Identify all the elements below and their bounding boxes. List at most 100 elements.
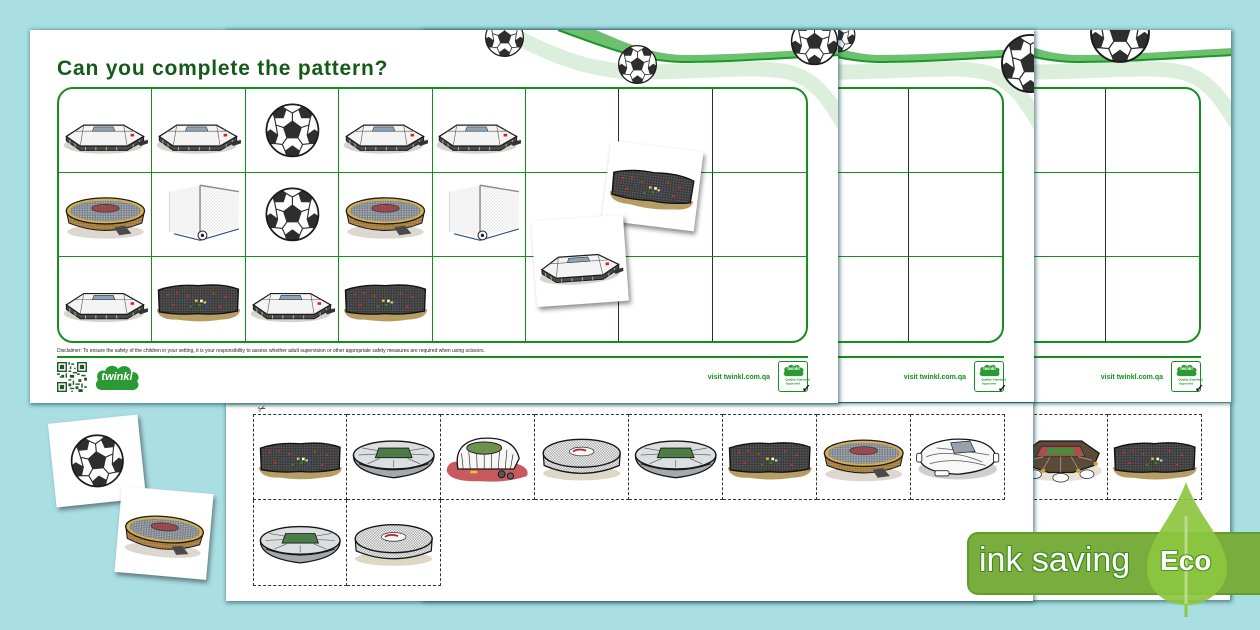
cutout-sheet-front: ✂ (226, 403, 1033, 601)
grid-cell[interactable] (1012, 89, 1106, 173)
cutout-card[interactable] (817, 414, 911, 500)
gold-bowl-stadium-icon (820, 424, 907, 490)
cutout-card[interactable] (441, 414, 535, 500)
container-stadium-icon (342, 266, 429, 332)
badge-line-2: Approved (981, 382, 997, 386)
soccer-ball-icon (481, 30, 528, 61)
grid-cell[interactable] (59, 89, 153, 173)
grid-cell[interactable] (1106, 257, 1199, 341)
grid-cell[interactable] (152, 257, 246, 341)
container-stadium-icon (155, 266, 242, 332)
website-link[interactable]: visit twinkl.com.qa (1100, 374, 1163, 381)
white-dome-stadium-icon (350, 509, 437, 575)
grey-oval-stadium-icon (632, 424, 719, 490)
cutout-card[interactable] (347, 414, 441, 500)
grid-cell[interactable] (909, 257, 1002, 341)
website-link[interactable]: visit twinkl.com.qa (707, 374, 770, 381)
grid-cell[interactable] (339, 89, 433, 173)
grid-cell[interactable] (246, 257, 340, 341)
cutout-card[interactable] (347, 500, 441, 586)
loose-picture-card[interactable] (114, 486, 214, 580)
grid-cell[interactable] (152, 173, 246, 257)
soccer-ball-icon (995, 30, 1034, 99)
flat-roof-stadium-icon (435, 98, 522, 163)
flat-roof-stadium-icon (62, 266, 149, 332)
qr-code[interactable] (57, 362, 87, 392)
flat-roof-stadium-icon (535, 227, 626, 295)
twinkl-logo[interactable]: twinkl (94, 364, 140, 392)
grid-cell[interactable] (619, 173, 713, 257)
cutout-card[interactable] (1014, 414, 1108, 500)
logo-text: twinkl (101, 371, 133, 383)
grey-oval-stadium-icon (257, 509, 343, 575)
container-stadium-icon (606, 152, 700, 220)
checkmark-icon: ✓ (801, 383, 811, 395)
grid-cell[interactable] (432, 173, 526, 257)
page-title: Can you complete the pattern? (57, 57, 389, 80)
soccer-ball-icon (249, 98, 336, 163)
grid-cell[interactable] (152, 89, 246, 173)
white-dome-stadium-icon (538, 424, 625, 490)
goal-net-icon (155, 182, 242, 247)
cutout-card[interactable] (535, 414, 629, 500)
goal-net-icon (435, 182, 522, 247)
grid-cell[interactable] (712, 173, 806, 257)
grid-cell[interactable] (245, 173, 340, 257)
grid-cell[interactable] (432, 89, 526, 173)
cutout-card[interactable] (723, 414, 817, 500)
cutout-card[interactable] (629, 414, 723, 500)
grid-cell[interactable] (712, 89, 806, 173)
cutout-card[interactable] (1108, 414, 1202, 500)
grid-cell[interactable] (525, 89, 620, 173)
soccer-ball-icon (786, 30, 838, 70)
soccer-ball-icon (249, 182, 336, 247)
checkmark-icon: ✓ (1194, 383, 1204, 395)
placed-picture-card[interactable] (531, 214, 629, 308)
grid-cell[interactable] (339, 173, 433, 257)
grid-cell[interactable] (433, 257, 526, 341)
grid-cell[interactable] (59, 257, 153, 341)
badge-brand: twinkl (787, 366, 800, 371)
badge-line-1: Quality Standard (1178, 378, 1203, 382)
grid-cell[interactable] (339, 257, 433, 341)
gold-bowl-stadium-icon (342, 182, 429, 247)
gold-bowl-stadium-icon (62, 182, 149, 247)
flat-roof-stadium-icon (249, 266, 336, 332)
quality-badge: twinkl Quality Standard Approved ✓ (778, 361, 811, 395)
cutout-card[interactable] (253, 500, 347, 586)
grid-cell[interactable] (908, 89, 1002, 173)
flat-roof-stadium-icon (342, 98, 429, 163)
cutout-grid (253, 414, 1005, 586)
badge-line-1: Quality Standard (785, 378, 810, 382)
badge-line-2: Approved (785, 382, 801, 386)
badge-brand: twinkl (1180, 366, 1193, 371)
gold-bowl-stadium-icon (118, 498, 210, 567)
grid-cell[interactable] (59, 173, 153, 257)
grid-cell[interactable] (1105, 173, 1199, 257)
eco-tag: Eco (1160, 545, 1212, 576)
website-link[interactable]: visit twinkl.com.qa (903, 374, 966, 381)
grid-cell[interactable] (815, 89, 909, 173)
grid-cell[interactable] (815, 173, 909, 257)
grid-cell[interactable] (619, 257, 713, 341)
checkmark-icon: ✓ (997, 383, 1007, 395)
grid-cell[interactable] (713, 257, 806, 341)
badge-brand: twinkl (983, 366, 996, 371)
grid-cell[interactable] (245, 89, 340, 173)
white-wave-stadium-icon (914, 424, 1001, 490)
grid-cell[interactable] (1012, 257, 1106, 341)
grid-cell[interactable] (1105, 89, 1199, 173)
worksheet-page-front: Can you complete the pattern? Disclaimer… (30, 30, 838, 403)
pattern-grid (57, 87, 808, 343)
badge-line-2: Approved (1178, 382, 1194, 386)
leaf-icon (1147, 482, 1227, 617)
soccer-ball-icon (1084, 30, 1156, 69)
cutout-card[interactable] (911, 414, 1005, 500)
grid-cell[interactable] (908, 173, 1002, 257)
grid-cell[interactable] (1012, 173, 1106, 257)
badge-line-1: Quality Standard (981, 378, 1006, 382)
grid-cell[interactable] (815, 257, 909, 341)
cutout-card[interactable] (253, 414, 347, 500)
quality-badge: twinkl Quality Standard Approved ✓ (974, 361, 1007, 395)
container-stadium-icon (726, 424, 813, 490)
